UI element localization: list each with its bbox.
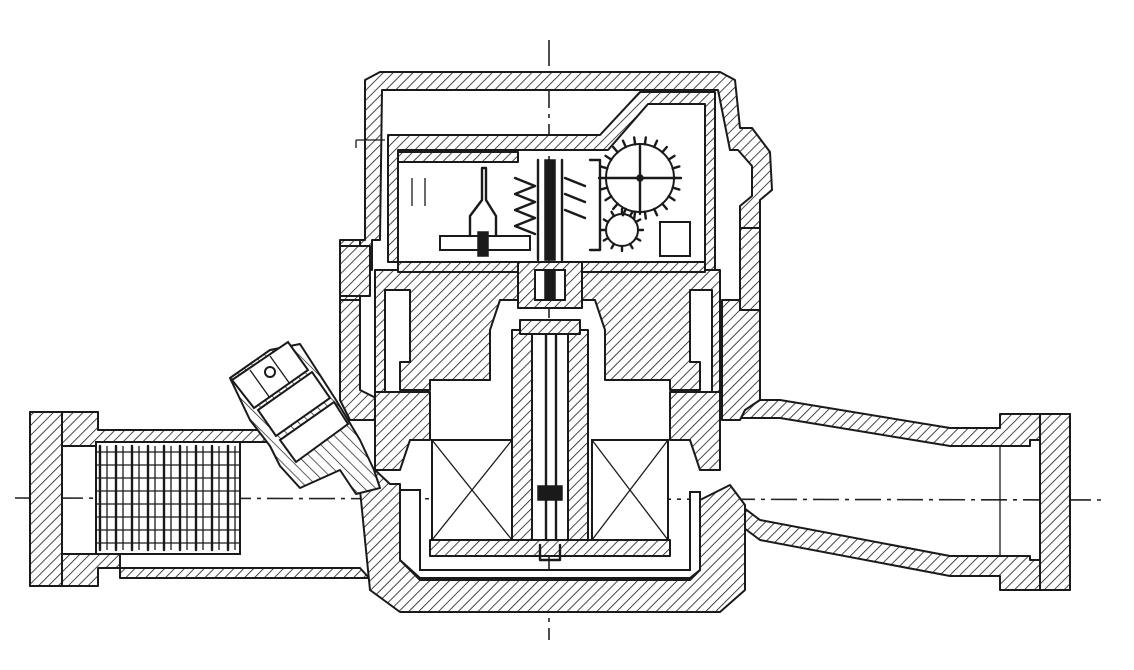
- strainer-screen: [95, 441, 241, 555]
- gear-tooth: [610, 210, 616, 218]
- register-top-plate: [397, 151, 519, 163]
- gear-tooth: [610, 242, 616, 250]
- coil-core-left: [511, 329, 533, 541]
- gear-tooth: [599, 165, 609, 170]
- housing-shell: [359, 71, 773, 271]
- gear-tooth: [621, 207, 628, 217]
- chamber-upper-right: [579, 269, 721, 393]
- housing-side-lug: [339, 245, 371, 297]
- outlet-flange-right: [1039, 413, 1071, 591]
- gear-tooth: [667, 195, 676, 202]
- outlet-pipe-lower-wall: [739, 504, 1071, 591]
- chamber-mid-right: [669, 391, 721, 471]
- gear-tooth: [602, 236, 610, 242]
- outlet-pipe-upper-wall: [739, 399, 1071, 447]
- gear-tooth: [611, 145, 619, 154]
- gear-tooth: [621, 139, 628, 149]
- gear-tooth: [634, 218, 642, 224]
- gear-tooth: [628, 210, 634, 218]
- gear-tooth: [604, 154, 613, 161]
- outlet-pipe: [739, 399, 1071, 591]
- shaft-bearing: [537, 485, 563, 501]
- spindle-core: [544, 159, 556, 261]
- central-shaft: [531, 324, 569, 541]
- chamber-mid-left: [374, 391, 431, 471]
- gear-teeth: [597, 136, 683, 253]
- gear-tooth: [652, 207, 659, 217]
- gear-tooth: [661, 145, 669, 154]
- gear-tooth: [643, 136, 648, 146]
- gear-tooth: [652, 139, 659, 149]
- gear-post: [659, 221, 691, 257]
- gear-tooth: [667, 154, 676, 161]
- gear-tooth: [634, 236, 642, 242]
- gear-tooth: [643, 210, 648, 220]
- inlet-flange-left: [29, 411, 63, 587]
- gear-tooth: [628, 242, 634, 250]
- measuring-chamber: [374, 269, 721, 562]
- body-top-collar-right: [739, 227, 761, 311]
- drive-spindle: [536, 158, 564, 262]
- gear-tooth: [602, 218, 610, 224]
- gear-tooth: [671, 186, 681, 191]
- body-right-wall: [721, 299, 761, 421]
- gear-tooth: [661, 202, 669, 211]
- coil-core-right: [567, 329, 589, 541]
- gear-tooth: [604, 195, 613, 202]
- shaft-collar: [519, 319, 581, 335]
- pointer-hub: [477, 231, 489, 257]
- chamber-upper-left: [374, 269, 521, 393]
- gear-tooth: [671, 165, 681, 170]
- meter-body: [339, 227, 761, 613]
- spring-coil: [513, 176, 537, 236]
- gear-tooth: [599, 186, 609, 191]
- strainer-frame: [95, 441, 241, 555]
- inner-chamber: [399, 489, 701, 579]
- chamber-base-plate: [429, 539, 671, 557]
- strainer-plug: [229, 340, 381, 495]
- register-mechanism: [411, 136, 691, 309]
- gear-tooth: [611, 202, 619, 211]
- gear-tooth: [632, 210, 637, 220]
- gear-tooth: [632, 136, 637, 146]
